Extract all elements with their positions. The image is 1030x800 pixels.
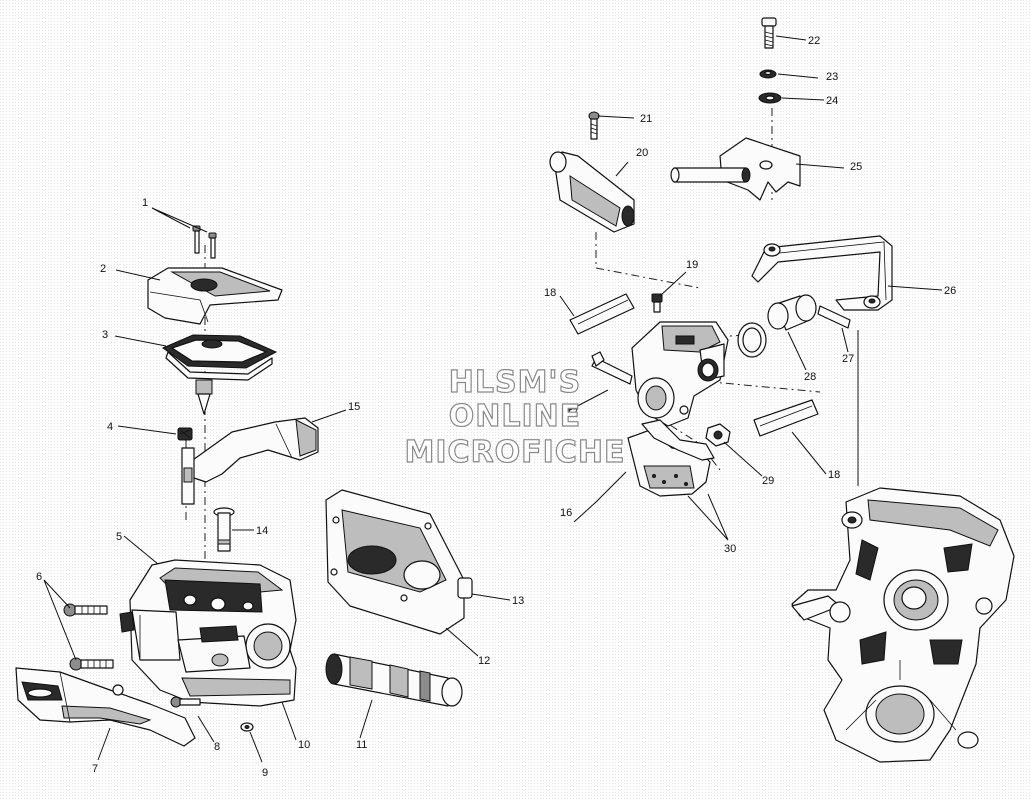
callout-28: 28 bbox=[804, 371, 816, 383]
hub-casting bbox=[791, 487, 1015, 763]
part-screws-1 bbox=[192, 225, 217, 259]
part-nut-29 bbox=[705, 423, 731, 447]
part-lever-15 bbox=[181, 417, 319, 505]
callout-19: 19 bbox=[686, 259, 698, 271]
part-piston-28 bbox=[737, 294, 817, 358]
part-bolts-6 bbox=[63, 603, 114, 671]
part-bolt-22 bbox=[761, 17, 777, 49]
part-gasket-3 bbox=[161, 334, 278, 415]
callout-11: 11 bbox=[356, 739, 367, 751]
watermark-line-3: MICROFICHE bbox=[405, 435, 626, 470]
callout-9: 9 bbox=[262, 767, 268, 779]
callout-12: 12 bbox=[478, 655, 490, 667]
callout-18-right: 18 bbox=[828, 469, 840, 481]
part-washer-9 bbox=[240, 722, 254, 732]
callout-24: 24 bbox=[826, 95, 838, 107]
callout-30: 30 bbox=[724, 543, 736, 555]
part-throttle-lever-7 bbox=[15, 667, 196, 747]
watermark-line-1: HLSM'S bbox=[449, 365, 581, 400]
callout-26: 26 bbox=[944, 285, 956, 297]
part-screw-21 bbox=[588, 111, 600, 140]
throttle-housing-assembly bbox=[15, 225, 473, 747]
callout-23: 23 bbox=[826, 71, 838, 83]
callout-15: 15 bbox=[348, 401, 360, 413]
callout-22: 22 bbox=[808, 35, 820, 47]
part-housing-5 bbox=[119, 559, 297, 707]
callout-numbers: 1 2 3 4 5 6 7 8 9 10 11 12 13 14 15 16 1… bbox=[36, 35, 956, 779]
part-plate-12-13 bbox=[325, 489, 473, 635]
callout-25: 25 bbox=[850, 161, 862, 173]
part-caliper-17 bbox=[591, 321, 729, 427]
callout-14: 14 bbox=[256, 525, 268, 537]
watermark-line-2: ONLINE bbox=[449, 399, 582, 434]
callout-13: 13 bbox=[512, 595, 524, 607]
callout-16: 16 bbox=[560, 507, 572, 519]
part-pads-30 bbox=[627, 419, 715, 497]
callout-8: 8 bbox=[214, 741, 220, 753]
leader-lines bbox=[43, 35, 943, 763]
part-bleeder-19 bbox=[651, 293, 663, 313]
part-spring-4 bbox=[177, 427, 193, 441]
part-lockwasher-23 bbox=[759, 69, 777, 79]
callout-18-top: 18 bbox=[544, 287, 556, 299]
part-sleeve-11 bbox=[325, 653, 463, 707]
watermark: HLSM'S ONLINE MICROFICHE bbox=[404, 364, 626, 470]
callout-27: 27 bbox=[842, 353, 854, 365]
part-bracket-25 bbox=[670, 137, 801, 201]
callout-21: 21 bbox=[640, 113, 652, 125]
part-screw-8 bbox=[170, 696, 201, 708]
callout-3: 3 bbox=[102, 329, 108, 341]
part-cover-2 bbox=[147, 267, 283, 325]
callout-17: 17 bbox=[566, 407, 578, 419]
part-cylinder-20 bbox=[549, 151, 635, 233]
callout-1: 1 bbox=[142, 197, 148, 209]
callout-6: 6 bbox=[36, 571, 42, 583]
callout-2: 2 bbox=[100, 263, 106, 275]
callout-20: 20 bbox=[636, 147, 648, 159]
callout-4: 4 bbox=[107, 421, 113, 433]
caliper-assembly bbox=[549, 17, 893, 497]
callout-29: 29 bbox=[762, 475, 774, 487]
callout-7: 7 bbox=[92, 763, 98, 775]
part-hose-26 bbox=[751, 235, 893, 329]
part-clip-18-top bbox=[569, 293, 635, 335]
callout-10: 10 bbox=[298, 739, 310, 751]
part-clip-18-right bbox=[753, 399, 819, 437]
part-washer-24 bbox=[758, 92, 782, 104]
callout-5: 5 bbox=[116, 531, 122, 543]
part-pin-14 bbox=[213, 507, 235, 552]
